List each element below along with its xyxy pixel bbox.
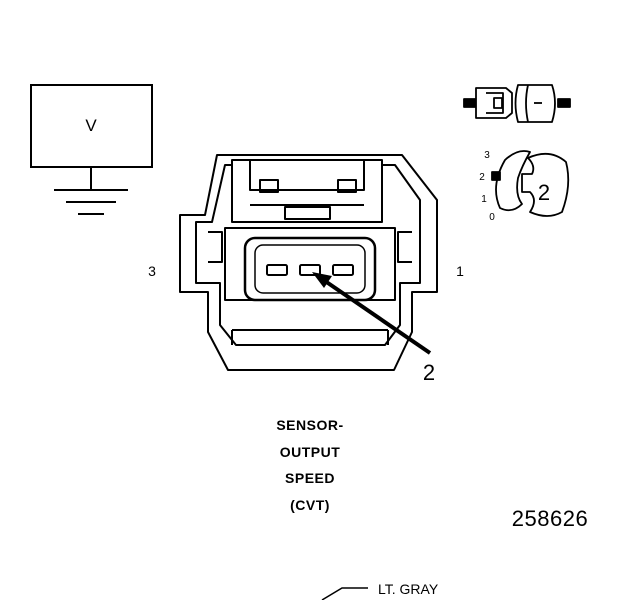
pin-label-right: 1 <box>456 263 464 279</box>
rotary-scale-0: 0 <box>489 212 495 223</box>
voltmeter-box <box>30 84 153 168</box>
wire-color-label: LT. GRAY <box>378 581 439 597</box>
pin-1 <box>332 264 354 276</box>
connector-inner-body <box>195 164 421 346</box>
inset-mating-connectors <box>463 84 571 123</box>
pin-label-left: 3 <box>148 263 156 279</box>
caption-line-3: SPEED <box>285 470 335 486</box>
inset-right-lead <box>557 98 571 108</box>
rotary-key-marker <box>491 171 501 181</box>
caption-line-2: OUTPUT <box>280 444 341 460</box>
callout-arrow-head <box>312 272 332 288</box>
wire-leader <box>321 587 368 600</box>
connector-left-notch <box>208 231 223 263</box>
inset-left-plug-detail <box>486 92 504 114</box>
inset-callout-number: 2 <box>538 180 550 205</box>
wire-leader-line <box>321 587 368 600</box>
pin-3 <box>266 264 288 276</box>
rotary-key-insert <box>521 152 570 217</box>
rotary-key-body <box>495 150 531 212</box>
terminal-cavity-inner <box>254 244 366 294</box>
inset-left-lead <box>463 98 477 108</box>
connector-face <box>179 154 438 371</box>
terminal-housing <box>224 227 396 301</box>
caption-line-4: (CVT) <box>290 497 330 513</box>
callout-number: 2 <box>423 360 435 385</box>
inset-right-socket-ridge <box>525 84 529 123</box>
rotary-scale-1: 1 <box>481 194 487 205</box>
inset-left-plug-tab <box>493 97 503 109</box>
voltmeter-label: V <box>85 116 97 135</box>
callout-arrow-shaft <box>323 279 432 355</box>
inset-rotary-key <box>491 150 570 217</box>
locking-tab-rib <box>284 206 331 220</box>
callout-arrow <box>312 272 432 355</box>
locking-tab-window-right <box>337 179 357 193</box>
locking-tab-window-left <box>259 179 279 193</box>
caption-line-1: SENSOR- <box>276 417 343 433</box>
rotary-scale-2: 2 <box>479 172 485 183</box>
rotary-scale-3: 3 <box>484 150 490 161</box>
figure-number: 258626 <box>512 506 588 531</box>
pin-2 <box>299 264 321 276</box>
voltmeter <box>30 84 153 215</box>
connector-right-notch <box>397 231 412 263</box>
locking-tab-inner <box>249 159 365 191</box>
